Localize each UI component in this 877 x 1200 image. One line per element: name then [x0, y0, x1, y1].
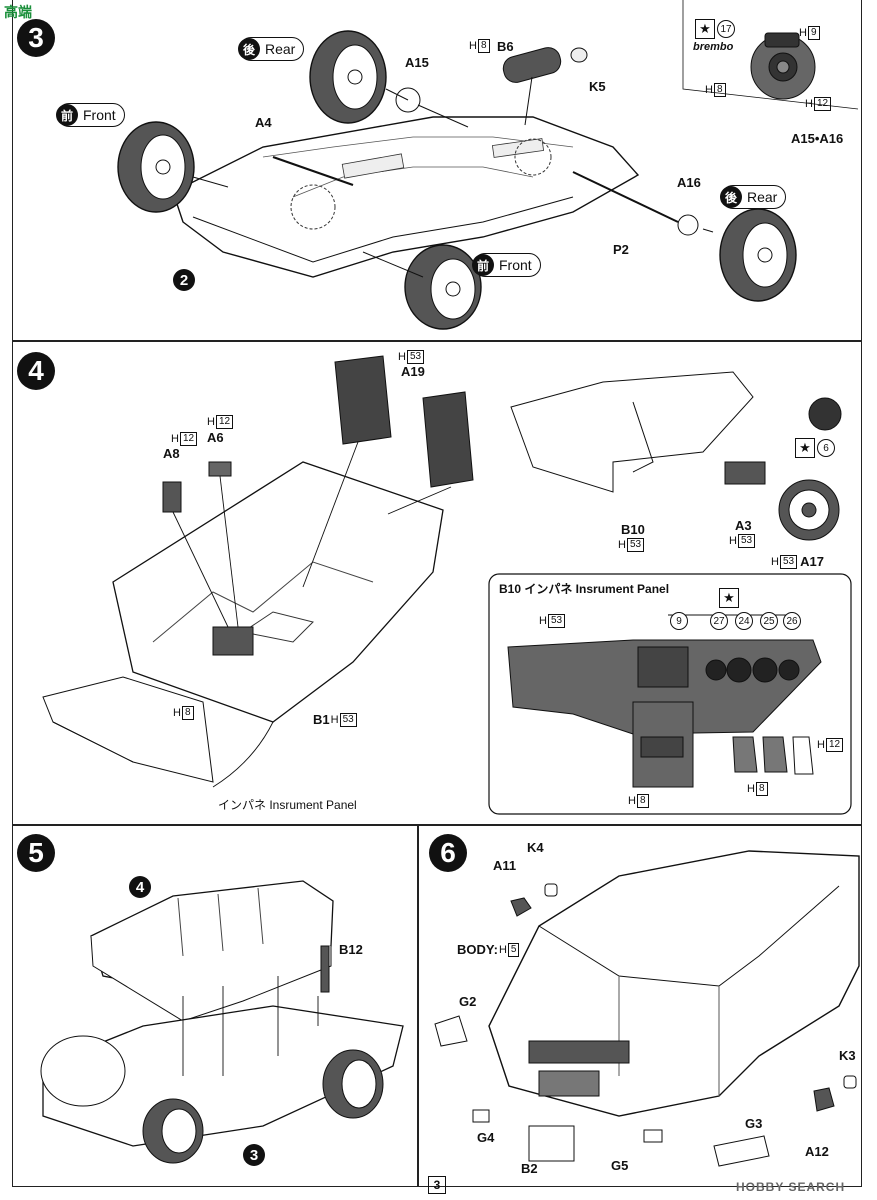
part-k4: K4 — [527, 840, 544, 855]
part-a3: A3 — [735, 518, 752, 533]
step-3-panel: 3 — [12, 0, 862, 341]
part-b2: B2 — [521, 1161, 538, 1176]
step-4-panel: 4 — [12, 341, 862, 825]
front-label-pill: 前 Front — [56, 103, 125, 127]
inset-num-24: 24 — [735, 612, 753, 630]
a17-num-6: 6 — [817, 439, 835, 457]
rear-label-pill-2: 後 Rear — [720, 185, 787, 209]
rear-text-2: Rear — [747, 189, 778, 205]
front-text: Front — [83, 107, 116, 123]
step-5-panel: 5 4 B12 3 — [12, 825, 418, 1187]
front-text-2: Front — [499, 257, 532, 273]
inset-num-25: 25 — [760, 612, 778, 630]
part-a16: A16 — [677, 175, 701, 190]
inset-num-27: 27 — [710, 612, 728, 630]
part-a8: A8 — [163, 446, 180, 461]
part-a4: A4 — [255, 115, 272, 130]
ref-step-4-badge: 4 — [129, 876, 151, 898]
rear-text: Rear — [265, 41, 296, 57]
instrument-panel-caption: インパネ Insrument Panel — [218, 798, 357, 812]
inset-title: B10 インパネ Insrument Panel — [499, 582, 670, 596]
front-kanji: 前 — [56, 104, 78, 126]
part-a12: A12 — [805, 1144, 829, 1159]
watermark-bottom: HOBBY SEARCH — [736, 1180, 846, 1194]
inset-star-icon: ★ — [695, 19, 715, 39]
part-g2: G2 — [459, 994, 477, 1009]
brembo-logo: brembo — [693, 41, 734, 53]
ref-step-3-badge: 3 — [243, 1144, 265, 1166]
part-a11: A11 — [493, 858, 517, 873]
front-label-pill-2: 前 Front — [472, 253, 541, 277]
part-p2: P2 — [613, 242, 629, 257]
rear-label-pill: 後 Rear — [238, 37, 305, 61]
inset-caption: A15•A16 — [791, 131, 844, 146]
inset-num-9: 9 — [670, 612, 688, 630]
inset-star-icon-b10: ★ — [719, 588, 739, 608]
part-g4: G4 — [477, 1130, 495, 1145]
step-6-body-illustration — [434, 850, 860, 1167]
step-3-badge: 3 — [17, 19, 55, 57]
part-b10: B10 — [621, 522, 645, 537]
page-number: 3 — [428, 1176, 446, 1194]
step-3-chassis-illustration — [117, 0, 859, 330]
step-6-badge: 6 — [429, 834, 467, 872]
watermark-top: 高端 — [4, 4, 32, 20]
part-a19: A19 — [401, 364, 425, 379]
part-b6: B6 — [497, 39, 514, 54]
rear-kanji-2: 後 — [720, 186, 742, 208]
part-k5: K5 — [589, 79, 606, 94]
ref-step-2-badge: 2 — [173, 269, 195, 291]
rear-kanji: 後 — [238, 38, 260, 60]
step-5-assembly-illustration — [40, 880, 404, 1164]
part-g5: G5 — [611, 1158, 629, 1173]
inset-num-26: 26 — [783, 612, 801, 630]
part-g3: G3 — [745, 1116, 763, 1131]
step-5-badge: 5 — [17, 834, 55, 872]
part-b12: B12 — [339, 942, 363, 957]
step-4-badge: 4 — [17, 352, 55, 390]
part-a15: A15 — [405, 55, 429, 70]
part-k3: K3 — [839, 1048, 856, 1063]
part-a6: A6 — [207, 430, 224, 445]
a17-star-icon: ★ — [795, 438, 815, 458]
front-kanji-2: 前 — [472, 254, 494, 276]
step-4-interior-illustration — [42, 355, 852, 815]
inset-num-17: 17 — [717, 20, 735, 38]
